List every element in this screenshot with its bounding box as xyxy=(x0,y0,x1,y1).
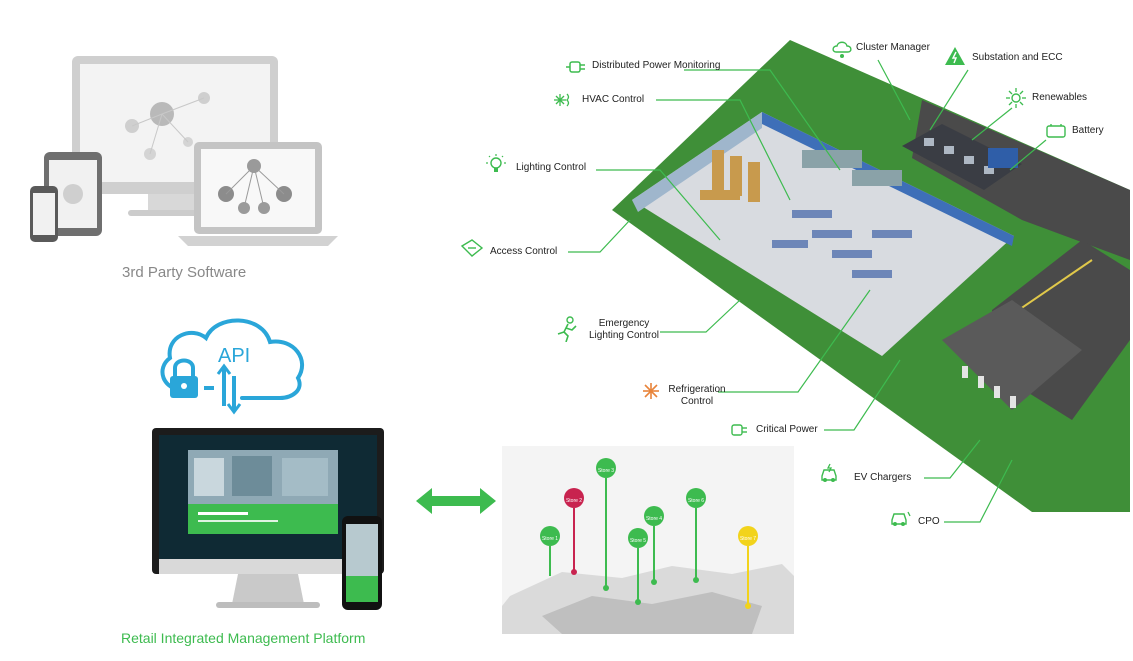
callout-refrigeration-line2: Control xyxy=(680,396,714,407)
callout-lighting: Lighting Control xyxy=(516,162,587,173)
svg-text:Store 6: Store 6 xyxy=(688,498,704,504)
svg-text:Store 4: Store 4 xyxy=(646,516,662,522)
store-map: Store 2 Store 3 Store 4 Store 1 Store 5 … xyxy=(502,446,794,634)
power-plug-icon xyxy=(566,61,585,73)
callout-substation: Substation and ECC xyxy=(972,52,1063,63)
renewables-sun-icon xyxy=(1006,88,1026,108)
hvac-snowflake-icon xyxy=(554,93,570,107)
map-pin-store-3: Store 3 xyxy=(596,458,616,591)
emergency-exit-icon xyxy=(557,316,577,342)
platform-monitor xyxy=(152,428,384,610)
light-bulb-icon xyxy=(486,154,506,172)
third-party-caption: 3rd Party Software xyxy=(122,264,247,281)
callout-emergency: Emergency Lighting Control xyxy=(584,318,664,342)
svg-text:Store 7: Store 7 xyxy=(740,536,756,542)
svg-text:Store 3: Store 3 xyxy=(598,468,614,474)
callout-refrigeration-line1: Refrigeration xyxy=(668,384,726,395)
bidirectional-arrow-icon xyxy=(416,488,496,514)
access-card-icon xyxy=(460,239,484,257)
callout-critical-power: Critical Power xyxy=(756,424,818,435)
ev-charger-icon xyxy=(821,463,837,482)
callout-ev-chargers: EV Chargers xyxy=(854,472,912,483)
map-pin-store-2: Store 2 xyxy=(564,488,584,575)
callout-emergency-line1: Emergency xyxy=(598,318,650,329)
map-pin-store-7: Store 7 xyxy=(738,526,758,609)
callout-distributed-power: Distributed Power Monitoring xyxy=(592,60,721,71)
devices-illustration xyxy=(30,56,338,246)
api-cloud-icon: API xyxy=(160,318,305,415)
critical-power-plug-icon xyxy=(731,424,747,436)
callout-cpo: CPO xyxy=(918,516,940,527)
svg-text:Store 5: Store 5 xyxy=(630,538,646,544)
cluster-manager-icon xyxy=(832,41,852,58)
map-pin-store-4: Store 4 xyxy=(644,506,664,585)
callout-refrigeration: Refrigeration Control xyxy=(662,384,732,408)
callout-cluster-manager: Cluster Manager xyxy=(856,42,930,53)
map-pin-store-6: Store 6 xyxy=(686,488,706,583)
callout-renewables: Renewables xyxy=(1032,92,1088,103)
cpo-charger-icon xyxy=(891,511,911,526)
map-pin-store-1: Store 1 xyxy=(540,526,560,576)
substation-warning-icon xyxy=(945,47,965,65)
callout-emergency-line2: Lighting Control xyxy=(588,330,660,341)
api-label: API xyxy=(218,345,250,367)
platform-caption: Retail Integrated Management Platform xyxy=(121,630,366,646)
svg-text:Store 2: Store 2 xyxy=(566,498,582,504)
svg-text:Store 1: Store 1 xyxy=(542,536,558,542)
battery-icon xyxy=(1046,124,1066,138)
store-isometric-illustration xyxy=(612,40,1130,512)
callout-hvac: HVAC Control xyxy=(582,94,645,105)
callout-battery: Battery xyxy=(1072,125,1104,136)
refrigeration-icon xyxy=(643,383,659,399)
map-pin-store-5: Store 5 xyxy=(628,528,648,605)
callout-access: Access Control xyxy=(490,246,558,257)
